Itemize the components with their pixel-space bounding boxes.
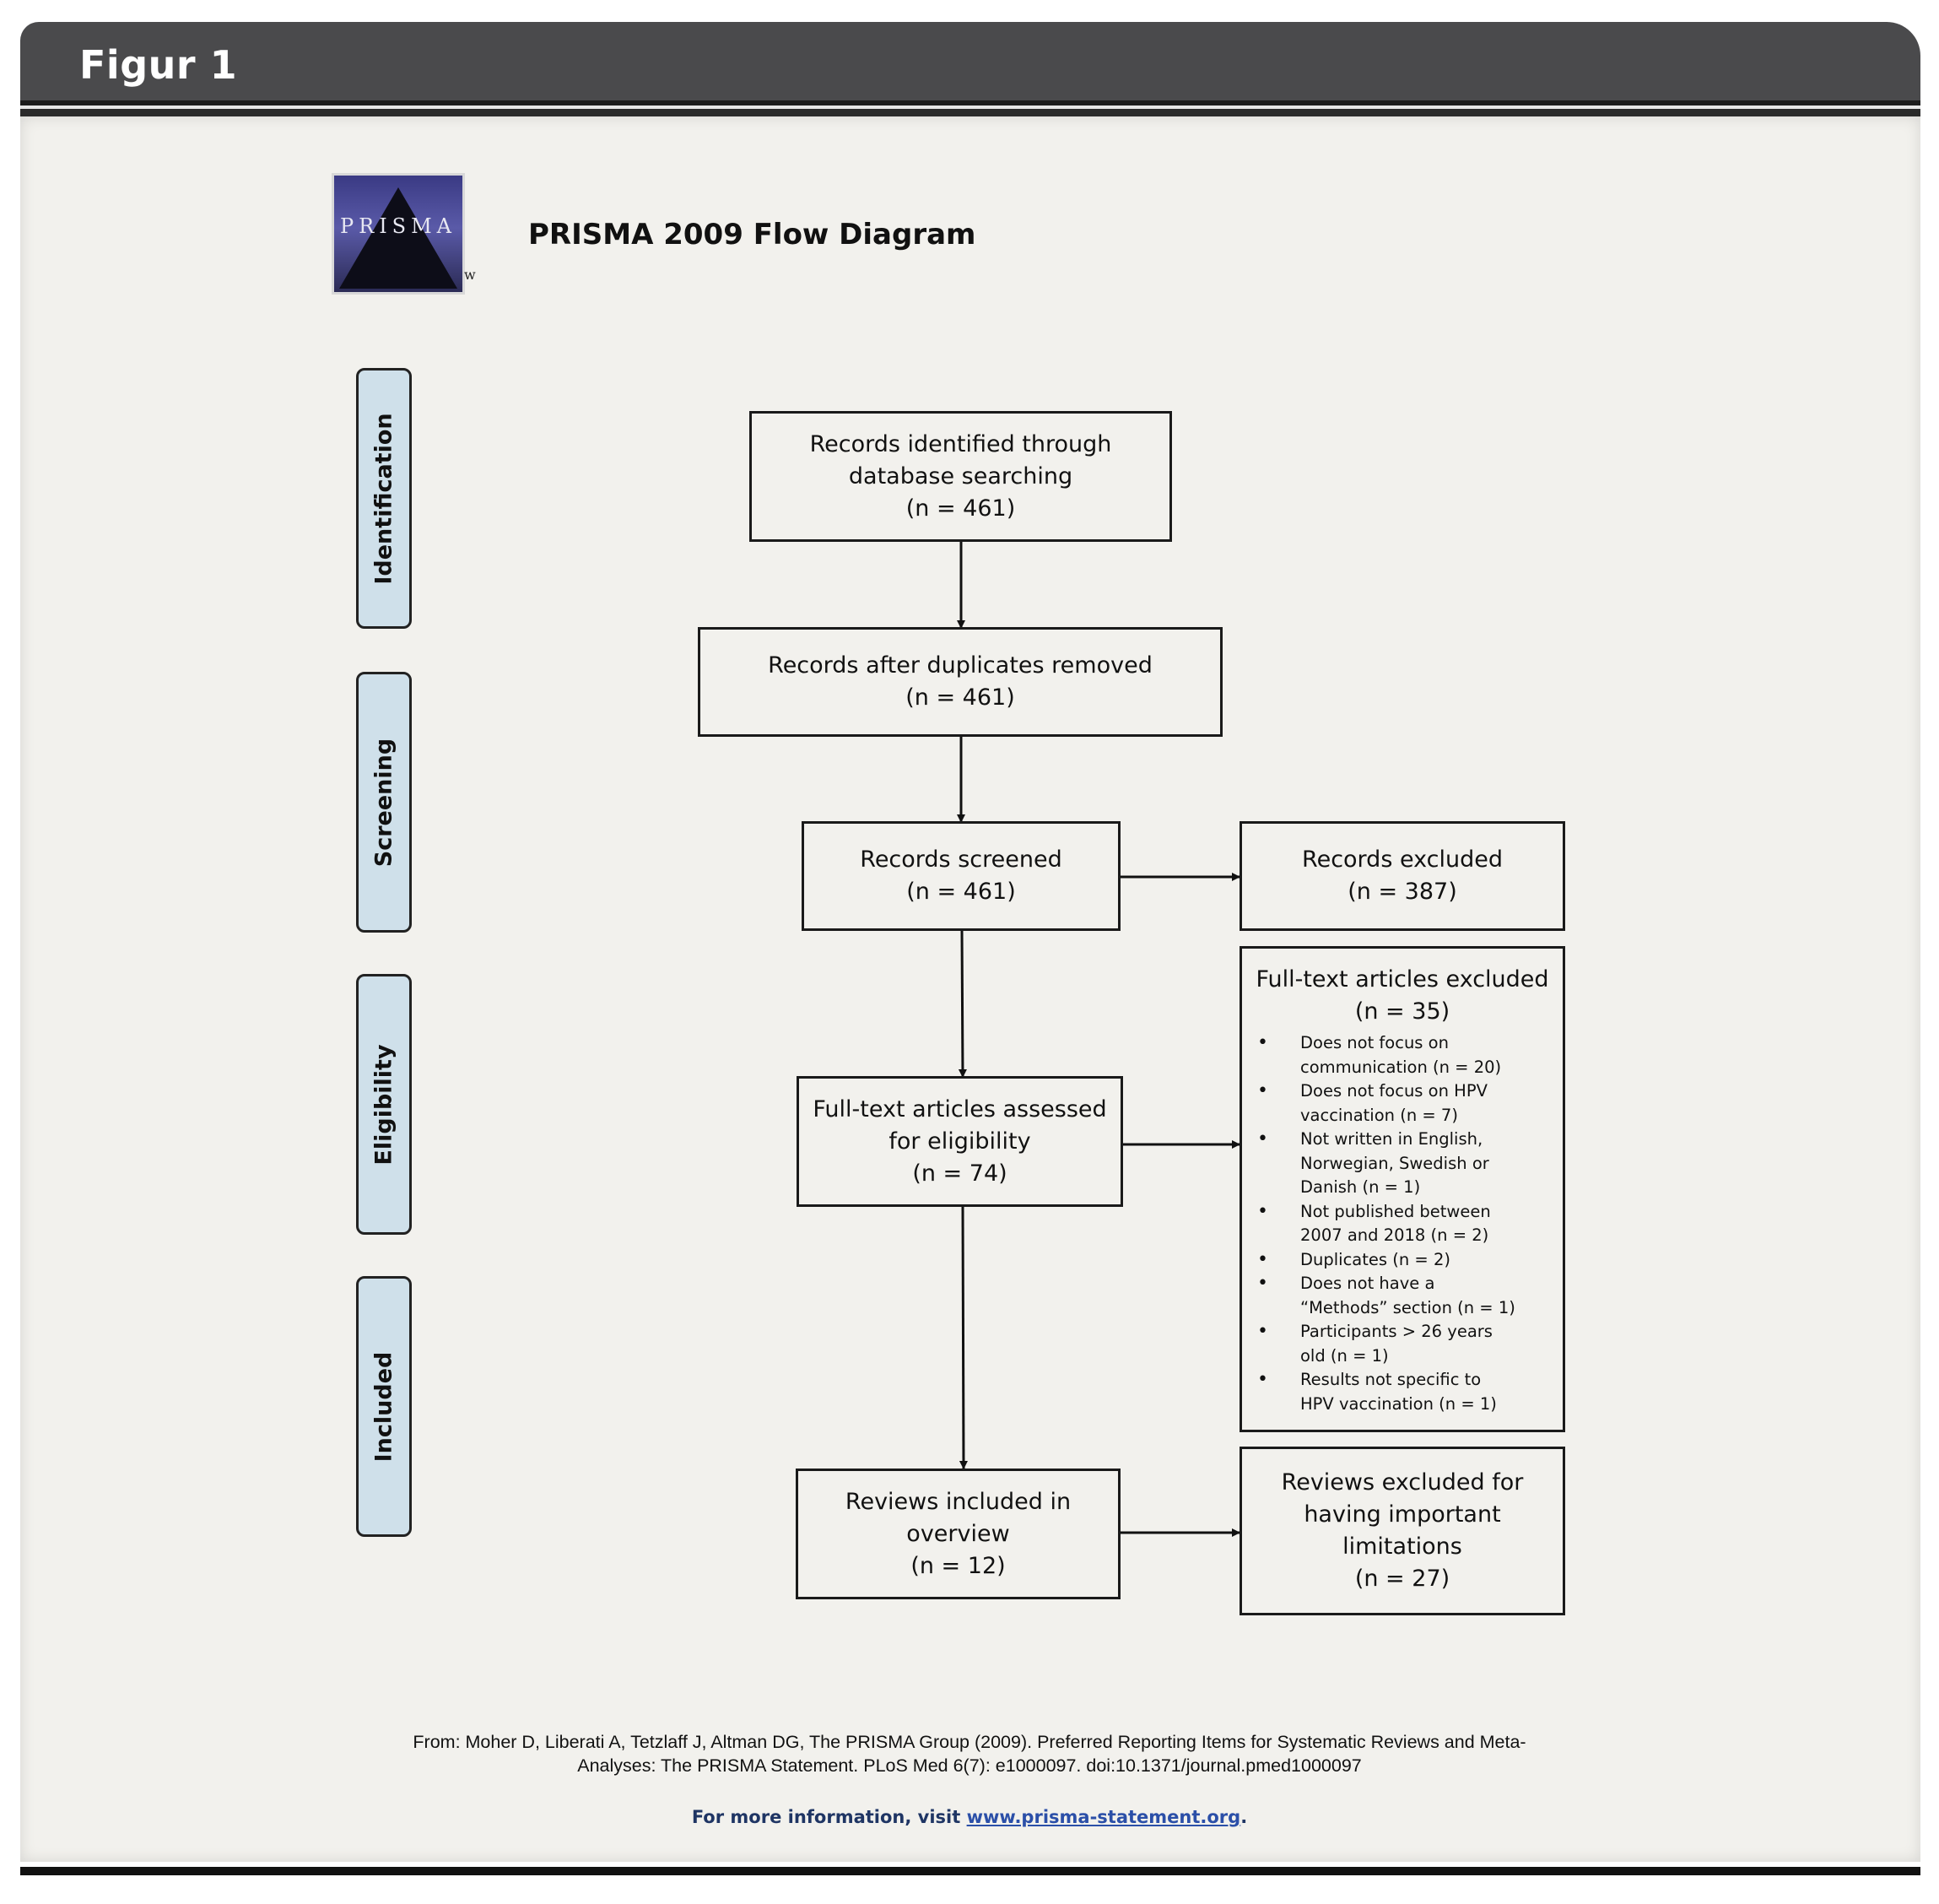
box-reviews-included: Reviews included in overview (n = 12): [796, 1469, 1121, 1599]
figure-title: Figur 1: [79, 42, 238, 88]
figure-header: Figur 1: [20, 22, 1920, 100]
exclusion-reason: Not published between 2007 and 2018 (n =…: [1242, 1200, 1563, 1248]
logo-triangle: [339, 187, 457, 289]
logo-mark: w: [464, 267, 476, 283]
box-fulltext-excluded: Full-text articles excluded (n = 35) Doe…: [1240, 946, 1565, 1432]
exclusion-reason: Does not focus on communication (n = 20): [1242, 1031, 1563, 1079]
exclusion-reason: Does not have a “Methods” section (n = 1…: [1242, 1272, 1563, 1320]
box-records-identified: Records identified through database sear…: [749, 411, 1172, 542]
diagram-title: PRISMA 2009 Flow Diagram: [528, 218, 976, 252]
exclusion-reason: Participants > 26 years old (n = 1): [1242, 1320, 1563, 1368]
more-info-prefix: For more information, visit: [691, 1807, 967, 1827]
more-info-suffix: .: [1240, 1807, 1248, 1827]
logo-text: PRISMA: [339, 214, 457, 238]
exclusion-reasons-list: Does not focus on communication (n = 20)…: [1242, 1031, 1563, 1416]
prisma-logo: PRISMA: [334, 176, 462, 292]
box-duplicates-removed: Records after duplicates removed (n = 46…: [698, 627, 1223, 737]
box-records-excluded: Records excluded (n = 387): [1240, 821, 1565, 931]
stage-identification: Identification: [356, 368, 412, 629]
exclusion-reason: Duplicates (n = 2): [1242, 1248, 1563, 1273]
stage-included: Included: [356, 1276, 412, 1537]
more-info: For more information, visit www.prisma-s…: [0, 1807, 1939, 1827]
stage-screening: Screening: [356, 672, 412, 933]
header-rule-thick: [20, 109, 1920, 116]
exclusion-reason: Results not specific to HPV vaccination …: [1242, 1368, 1563, 1416]
stage-eligibility: Eligibility: [356, 974, 412, 1235]
citation-line: From: Moher D, Liberati A, Tetzlaff J, A…: [413, 1732, 1526, 1752]
bottom-rule: [20, 1867, 1920, 1875]
prisma-website-link[interactable]: www.prisma-statement.org: [966, 1807, 1241, 1827]
box-reviews-excluded: Reviews excluded for having important li…: [1240, 1447, 1565, 1615]
box-fulltext-assessed: Full-text articles assessed for eligibil…: [797, 1076, 1123, 1207]
exclusion-reason: Does not focus on HPV vaccination (n = 7…: [1242, 1079, 1563, 1128]
citation: From: Moher D, Liberati A, Tetzlaff J, A…: [0, 1730, 1939, 1777]
header-rule: [20, 100, 1920, 105]
box-records-screened: Records screened (n = 461): [802, 821, 1121, 931]
arrow-fulltext-to-included: [959, 1206, 968, 1469]
exclusion-reason: Not written in English, Norwegian, Swedi…: [1242, 1128, 1563, 1200]
arrow-screened-to-fulltext: [958, 930, 967, 1078]
citation-line: Analyses: The PRISMA Statement. PLoS Med…: [577, 1755, 1362, 1776]
fulltext-excluded-heading: Full-text articles excluded (n = 35): [1256, 966, 1549, 1025]
